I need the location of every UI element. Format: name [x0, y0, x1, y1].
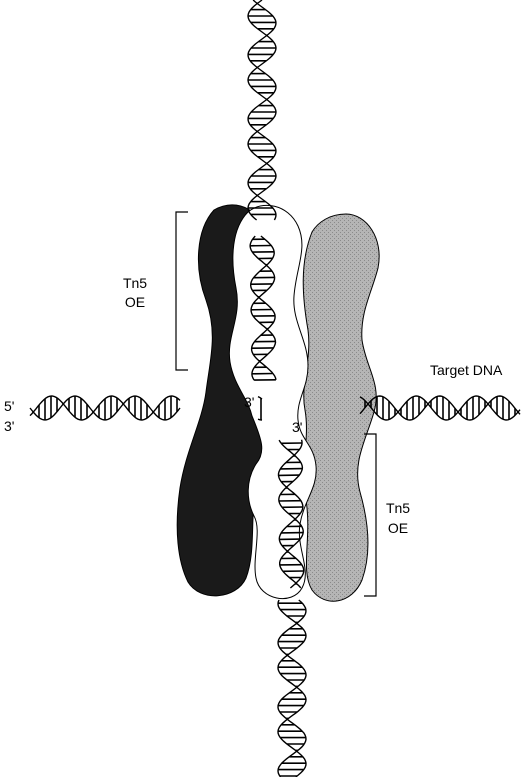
donor-dna-top-backbone-2 [248, 0, 276, 220]
oe-bottom-label-line1: Tn5 [386, 500, 410, 516]
target-dna-label: Target DNA [430, 362, 503, 378]
three-prime-center-left-label: 3' [244, 394, 254, 410]
oe-bottom-label-line2: OE [388, 520, 408, 536]
oe-bracket-top [176, 212, 188, 370]
oe-top-label-line1: Tn5 [123, 275, 147, 291]
target-dna-right-backbone-1 [360, 396, 520, 420]
oe-top-label-line2: OE [125, 294, 145, 310]
five-prime-label: 5' [4, 398, 14, 414]
donor-dna-top-backbone-1 [248, 0, 276, 220]
target-dna-right-backbone-2 [360, 396, 520, 420]
three-prime-left-label: 3' [4, 418, 14, 434]
three-prime-center-right-label: 3' [292, 419, 302, 435]
gray-transposase-subunit [303, 214, 379, 601]
donor-dna-bottom-backbone-2 [278, 600, 306, 777]
